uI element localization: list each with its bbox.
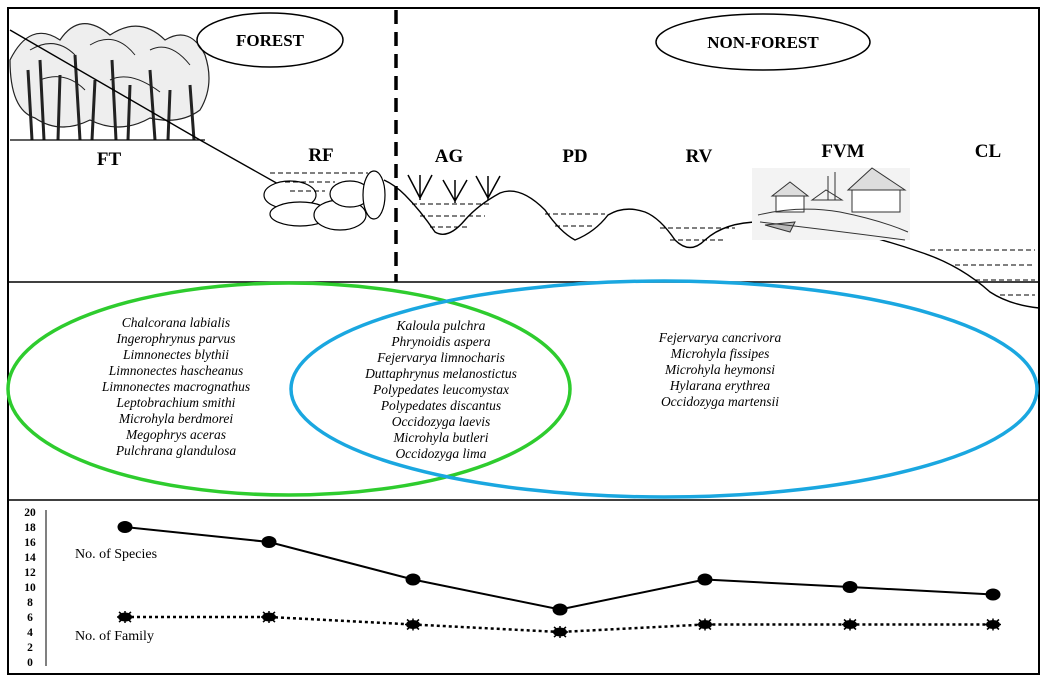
y-tick-label: 0 (27, 657, 33, 669)
family-data-point (842, 618, 858, 631)
species-name: Polypedates leucomystax (372, 382, 509, 397)
forest-zone-label: FOREST (236, 31, 305, 50)
y-tick-label: 2 (27, 642, 33, 654)
rice-plant-icons (407, 174, 501, 203)
y-tick-label: 4 (27, 627, 33, 639)
species-data-point (842, 581, 858, 593)
species-name: Fejervarya cancrivora (658, 330, 782, 345)
y-tick-label: 8 (27, 597, 33, 609)
family-data-point (405, 618, 421, 631)
species-name: Microhyla berdmorei (118, 411, 234, 426)
y-axis-ticks: 0 2 4 6 8 10 12 14 16 18 20 (24, 507, 36, 669)
species-data-point (697, 573, 713, 586)
forest-trees-illustration (9, 23, 210, 141)
species-series-label: No. of Species (75, 547, 157, 562)
species-data-point (117, 521, 133, 533)
family-data-point (552, 626, 568, 638)
y-tick-label: 10 (24, 582, 36, 594)
y-tick-label: 14 (24, 552, 36, 564)
y-tick-label: 18 (24, 522, 36, 534)
species-data-point (552, 603, 568, 616)
species-data-point (405, 573, 421, 586)
y-tick-label: 16 (24, 537, 36, 549)
species-data-point (985, 588, 1001, 601)
species-name: Ingerophrynus parvus (115, 331, 235, 346)
species-name: Occidozyga laevis (392, 414, 491, 429)
species-name: Occidozyga martensii (661, 394, 779, 409)
habitat-label-rv: RV (686, 146, 713, 167)
species-name: Occidozyga lima (395, 446, 486, 461)
family-data-point (117, 611, 133, 623)
species-name: Kaloula pulchra (396, 318, 486, 333)
species-name: Polypedates discantus (380, 398, 501, 413)
habitat-label-ag: AG (435, 146, 464, 167)
species-name: Microhyla heymonsi (664, 362, 775, 377)
species-name: Duttaphrynus melanostictus (364, 366, 517, 381)
family-data-point (261, 611, 277, 623)
species-name: Microhyla fissipes (670, 346, 770, 361)
species-name: Megophrys aceras (125, 427, 226, 442)
y-tick-label: 6 (27, 612, 33, 624)
habitat-label-cl: CL (975, 141, 1001, 162)
non-forest-zone-ellipse (655, 13, 871, 71)
species-name: Microhyla butleri (392, 430, 488, 445)
species-data-point (261, 536, 277, 548)
species-name: Limnonectes blythii (122, 347, 229, 362)
species-name: Hylarana erythrea (669, 378, 771, 393)
village-sketch (752, 167, 910, 241)
habitat-label-pd: PD (562, 146, 587, 167)
water-level-marks (270, 172, 1035, 296)
y-tick-label: 20 (24, 507, 36, 519)
non-forest-species-ellipse (289, 279, 1039, 499)
terrain-profile-line (199, 139, 1040, 309)
non-forest-zone-label: NON-FOREST (707, 33, 819, 52)
family-series-label: No. of Family (75, 629, 154, 644)
species-name: Fejervarya limnocharis (376, 350, 505, 365)
habitat-label-rf: RF (308, 145, 333, 166)
forest-species-ellipse (6, 281, 572, 497)
family-data-point (697, 618, 713, 631)
habitat-label-fvm: FVM (821, 141, 864, 162)
species-name: Pulchrana glandulosa (115, 443, 237, 458)
species-name: Chalcorana labialis (122, 315, 230, 330)
species-name: Limnonectes hascheanus (108, 363, 244, 378)
forest-zone-ellipse (196, 12, 344, 68)
y-tick-label: 12 (24, 567, 36, 579)
species-name: Leptobrachium smithi (116, 395, 236, 410)
family-data-point (985, 618, 1001, 631)
species-name: Limnonectes macrognathus (101, 379, 250, 394)
species-name: Phrynoidis aspera (390, 334, 491, 349)
habitat-label-ft: FT (97, 149, 122, 170)
river-rocks (263, 170, 386, 231)
